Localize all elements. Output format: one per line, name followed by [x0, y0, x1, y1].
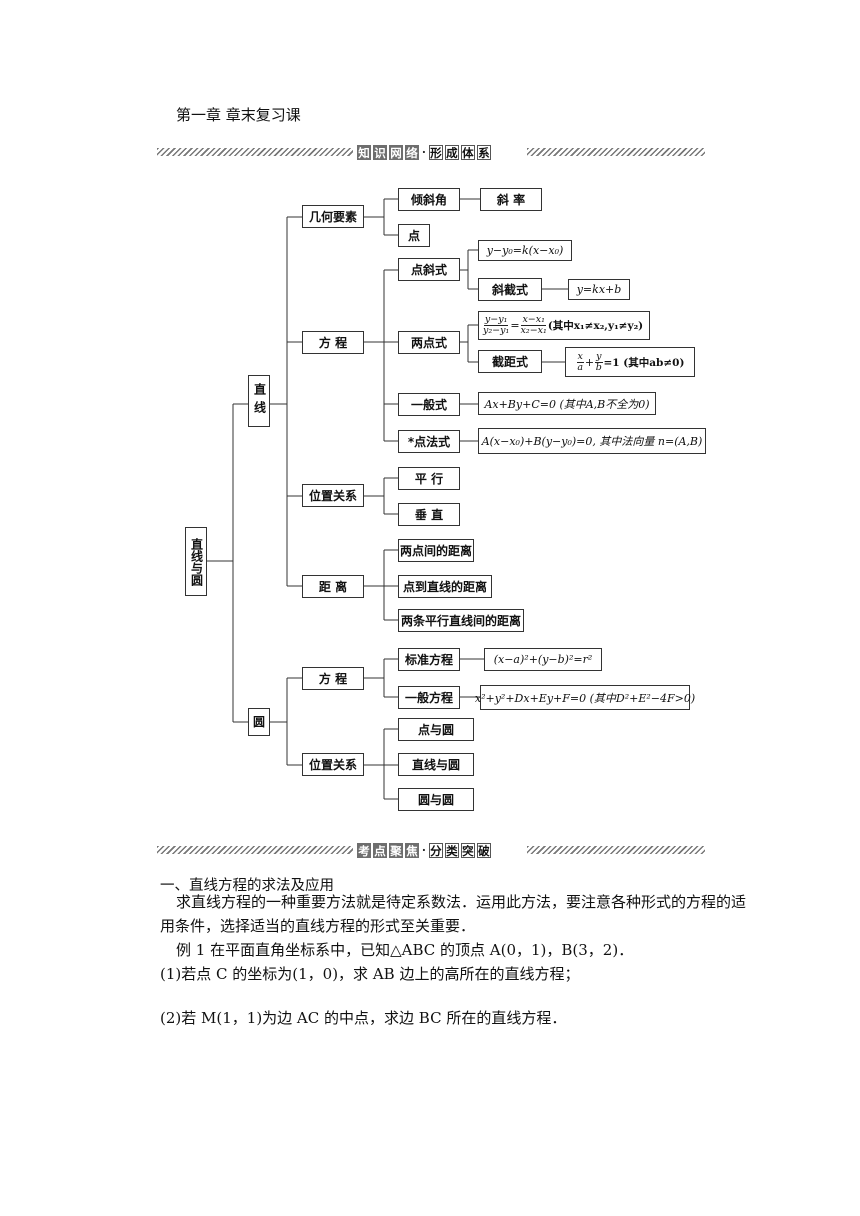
node-root: 直线与圆 [185, 527, 207, 596]
question-2: (2)若 M(1，1)为边 AC 的中点，求边 BC 所在的直线方程． [160, 1009, 567, 1027]
node-circle-general-eq: 一般方程 [398, 686, 460, 709]
node-circle-label: 圆 [252, 714, 265, 729]
banner-title: 知 识 网 络 · 形 成 体 系 [357, 145, 491, 160]
node-general: 一般式 [398, 393, 460, 416]
node-perpendicular: 垂 直 [398, 503, 460, 526]
formula-slope-intercept: y=kx+b [568, 279, 630, 300]
node-root-label: 直线与圆 [189, 537, 204, 586]
banner-char: 焦 [405, 843, 419, 858]
node-point: 点 [398, 224, 430, 247]
formula-point-normal: A(x−x₀)+B(y−y₀)=0, 其中法向量 n=(A,B) [478, 428, 706, 454]
node-circle-equation: 方 程 [302, 667, 364, 690]
section-banner-knowledge: 知 识 网 络 · 形 成 体 系 [157, 145, 705, 161]
banner-char: 网 [389, 145, 403, 160]
banner-char: 识 [373, 145, 387, 160]
formula-two-point-cond: (其中x₁≠x₂,y₁≠y₂) [547, 320, 644, 332]
banner-char: 突 [460, 843, 475, 858]
section-heading: 一、直线方程的求法及应用 [160, 878, 334, 894]
node-circle-circle: 圆与圆 [398, 788, 474, 811]
banner-char: 聚 [389, 843, 403, 858]
paragraph-line-1: 求直线方程的一种重要方法就是待定系数法．运用此方法，要注意各种形式的方程的适 [176, 893, 747, 911]
section-banner-focus: 考 点 聚 焦 · 分 类 突 破 [157, 843, 705, 859]
node-dist-line-line: 两条平行直线间的距离 [398, 609, 524, 632]
banner-char: 考 [357, 843, 371, 858]
node-intercept: 截距式 [478, 350, 542, 373]
node-line-equation: 方 程 [302, 331, 364, 354]
banner-char: 分 [428, 843, 443, 858]
node-two-point: 两点式 [398, 331, 460, 354]
banner-char: 成 [444, 145, 459, 160]
node-circle: 圆 [248, 708, 270, 736]
banner-dot: · [422, 146, 426, 159]
formula-circle-general: x²+y²+Dx+Ey+F=0 (其中D²+E²−4F>0) [475, 685, 695, 710]
banner-dot: · [422, 844, 426, 857]
banner-char: 知 [357, 145, 371, 160]
paragraph-line-2: 用条件，选择适当的直线方程的形式至关重要． [160, 917, 476, 935]
node-distance: 距 离 [302, 575, 364, 598]
banner-char: 体 [460, 145, 475, 160]
banner-char: 系 [476, 145, 491, 160]
example-1: 例 1 在平面直角坐标系中，已知△ABC 的顶点 A(0，1)，B(3，2)． [176, 941, 634, 959]
node-point-slope: 点斜式 [398, 258, 460, 281]
formula-point-slope: y−y₀=k(x−x₀) [478, 240, 572, 261]
node-dist-point-point: 两点间的距离 [398, 539, 474, 562]
node-line: 直线 [248, 375, 270, 427]
formula-standard: (x−a)²+(y−b)²=r² [484, 648, 602, 671]
formula-general: Ax+By+C=0 (其中A,B不全为0) [478, 392, 656, 415]
banner-char: 类 [444, 843, 459, 858]
chapter-title: 第一章 章末复习课 [176, 106, 301, 124]
node-incline-angle: 倾斜角 [398, 188, 460, 211]
banner-char: 形 [428, 145, 443, 160]
banner-hatch-left [157, 846, 353, 854]
node-line-position: 位置关系 [302, 484, 364, 507]
node-parallel: 平 行 [398, 467, 460, 490]
node-circle-position: 位置关系 [302, 753, 364, 776]
node-dist-point-line: 点到直线的距离 [398, 575, 492, 598]
node-line-label: 直线 [252, 383, 267, 419]
formula-intercept-cond: =1 (其中ab≠0) [603, 356, 685, 369]
node-slope-intercept: 斜截式 [478, 278, 542, 301]
banner-hatch-right [527, 846, 705, 854]
banner-hatch-left [157, 148, 353, 156]
node-point-normal: *点法式 [398, 430, 460, 453]
banner-title: 考 点 聚 焦 · 分 类 突 破 [357, 843, 491, 858]
banner-char: 点 [373, 843, 387, 858]
node-slope: 斜 率 [480, 188, 542, 211]
banner-hatch-right [527, 148, 705, 156]
node-standard-eq: 标准方程 [398, 648, 460, 671]
node-geo-elements: 几何要素 [302, 205, 364, 228]
question-1: (1)若点 C 的坐标为(1，0)，求 AB 边上的高所在的直线方程； [160, 965, 580, 983]
node-line-circle: 直线与圆 [398, 753, 474, 776]
banner-char: 破 [476, 843, 491, 858]
node-point-circle: 点与圆 [398, 718, 474, 741]
banner-char: 络 [405, 145, 419, 160]
